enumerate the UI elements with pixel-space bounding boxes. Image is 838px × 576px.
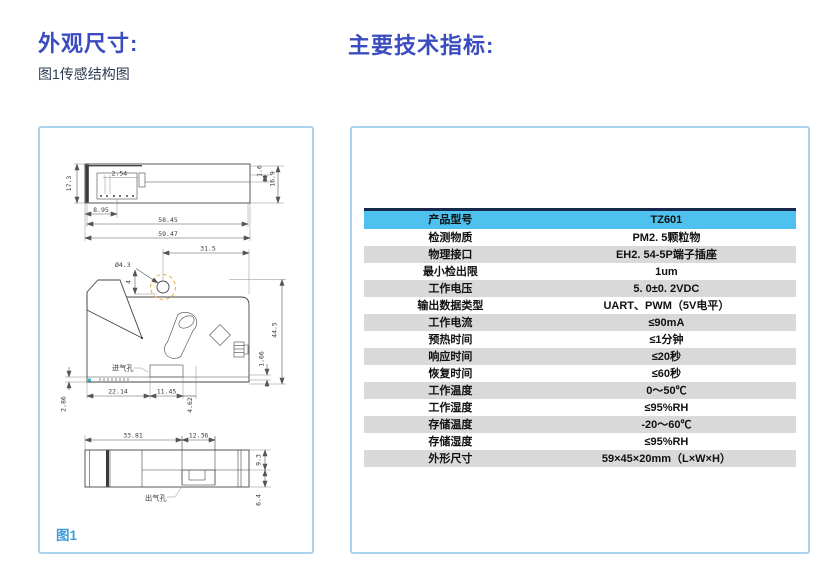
inlet-funnel-outline — [86, 279, 143, 339]
table-row: 恢复时间≤60秒 — [364, 365, 796, 382]
spec-value: 5. 0±0. 2VDC — [536, 280, 796, 297]
sensor-structure-drawing: 2.54 17.3 8.95 58.45 59.47 1.6 — [56, 163, 286, 543]
drawing-panel: 2.54 17.3 8.95 58.45 59.47 1.6 — [38, 126, 314, 554]
dim-label: 31.5 — [200, 245, 216, 253]
spec-value: PM2. 5颗粒物 — [536, 229, 796, 246]
terminal-block-outline — [233, 341, 245, 358]
spec-value: EH2. 54-5P端子插座 — [536, 246, 796, 263]
dim-label: 16.9 — [269, 171, 277, 187]
dim-label: 4.62 — [186, 397, 194, 413]
air-outlet-label: 出气孔 — [145, 494, 167, 503]
spec-key: 工作湿度 — [364, 399, 537, 416]
spec-value: ≤95%RH — [536, 433, 796, 450]
side-view-left-wall — [85, 164, 89, 203]
spec-key: 工作温度 — [364, 382, 537, 399]
spec-value: ≤60秒 — [536, 365, 796, 382]
dim-label: 58.45 — [158, 216, 178, 224]
dim-label: Ø4.3 — [115, 261, 131, 269]
spec-value: ≤1分钟 — [536, 331, 796, 348]
dim-label: 11.45 — [157, 388, 177, 396]
dim-label: 44.5 — [271, 322, 279, 338]
table-header-row: 产品型号 TZ601 — [364, 208, 796, 229]
figure-caption: 图1传感结构图 — [38, 66, 130, 82]
dim-label: 59.47 — [158, 230, 178, 238]
spec-key: 工作电压 — [364, 280, 537, 297]
spec-key: 外形尺寸 — [364, 450, 537, 467]
fan-duct-outline — [164, 312, 198, 359]
spec-key: 存储湿度 — [364, 433, 537, 450]
spec-value: ≤95%RH — [536, 399, 796, 416]
figure-label: 图1 — [56, 528, 77, 543]
spec-key: 存储温度 — [364, 416, 537, 433]
drawing-front-view: 31.5 Ø4.3 4 44.5 1.66 2.86 — [60, 245, 286, 413]
spec-value: 1um — [536, 263, 796, 280]
dim-label: 4 — [125, 280, 133, 284]
spec-value: 0～50℃ — [536, 382, 796, 399]
spec-key: 物理接口 — [364, 246, 537, 263]
dim-label: 2.54 — [112, 170, 128, 178]
dim-label: 8.95 — [93, 206, 109, 214]
spec-key: 预热时间 — [364, 331, 537, 348]
spec-key: 产品型号 — [364, 208, 537, 229]
air-inlet-hole — [149, 364, 184, 378]
dim-label: 1.6 — [256, 165, 264, 177]
dim-label: 33.81 — [123, 432, 143, 440]
spec-key: 最小检出限 — [364, 263, 537, 280]
spec-value: TZ601 — [536, 208, 796, 229]
table-row: 存储温度-20～60℃ — [364, 416, 796, 433]
dim-label: 12.36 — [189, 432, 209, 440]
dim-label: 9.3 — [255, 454, 263, 466]
spec-value: ≤90mA — [536, 314, 796, 331]
table-row: 存储湿度≤95%RH — [364, 433, 796, 450]
page-title-dimensions: 外观尺寸: — [38, 31, 139, 56]
dim-label: 22.14 — [108, 388, 128, 396]
table-row: 响应时间≤20秒 — [364, 348, 796, 365]
spec-value: UART、PWM（5V电平） — [536, 297, 796, 314]
spec-value: ≤20秒 — [536, 348, 796, 365]
dim-label: 17.3 — [65, 176, 73, 192]
spec-value: -20～60℃ — [536, 416, 796, 433]
dim-label: 1.66 — [258, 351, 266, 367]
table-row: 工作湿度≤95%RH — [364, 399, 796, 416]
drawing-side-view: 2.54 17.3 8.95 58.45 59.47 1.6 — [65, 163, 284, 241]
air-inlet-label: 进气孔 — [112, 364, 134, 373]
spec-key: 恢复时间 — [364, 365, 537, 382]
spec-key: 输出数据类型 — [364, 297, 537, 314]
dim-label: 2.86 — [60, 396, 68, 412]
table-row: 预热时间≤1分钟 — [364, 331, 796, 348]
spec-key: 检测物质 — [364, 229, 537, 246]
drawing-bottom-view: 33.81 12.36 9.3 6.4 出气孔 — [84, 432, 271, 506]
spec-key: 工作电流 — [364, 314, 537, 331]
spec-key: 响应时间 — [364, 348, 537, 365]
mounting-hole — [156, 280, 170, 294]
table-row: 工作电流≤90mA — [364, 314, 796, 331]
air-outlet-hole — [181, 469, 216, 486]
spec-value: 59×45×20mm（L×W×H） — [536, 450, 796, 467]
page-title-specs: 主要技术指标: — [348, 33, 495, 58]
dim-label: 6.4 — [255, 494, 263, 506]
diamond-part-outline — [209, 324, 231, 346]
